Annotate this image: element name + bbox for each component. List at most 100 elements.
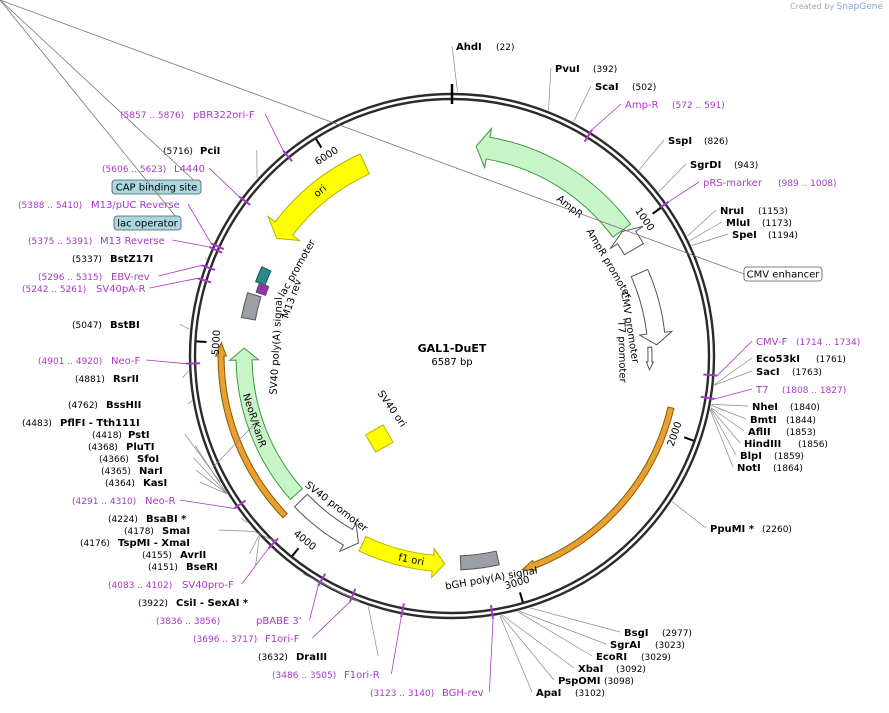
site-name: SacI — [756, 367, 780, 378]
site-name: PflFI - Tth111I — [60, 418, 140, 429]
primer-name: pBR322ori-F — [193, 110, 255, 121]
site-name: NotI — [737, 463, 761, 474]
site-smai[interactable]: SmaI (4178) — [124, 526, 255, 537]
primer-prs-marker[interactable]: pRS-marker (989 .. 1008) — [669, 178, 837, 202]
primer-bgh-rev[interactable]: BGH-rev(3123 .. 3140) — [370, 619, 493, 699]
site-position: (4365) — [101, 467, 131, 477]
site-name: PluTI — [126, 442, 154, 453]
tick-mark — [196, 341, 206, 342]
primer-name: T7 — [755, 385, 768, 396]
primer-position: (989 .. 1008) — [778, 179, 837, 189]
primer-ebv-rev[interactable]: EBV-rev(5296 .. 5315) — [38, 265, 202, 283]
site-position: (5047) — [72, 321, 102, 331]
site-name: SgrDI — [690, 160, 721, 171]
site-position: (5337) — [72, 255, 102, 265]
site-position: (4368) — [88, 443, 118, 453]
site-name: AvrII — [180, 550, 206, 561]
primer-name: pRS-marker — [703, 178, 763, 189]
primer-t7[interactable]: T7(1808 .. 1827) — [715, 385, 847, 399]
site-rsrii[interactable]: RsrII(4881) — [75, 371, 188, 385]
site-name: SspI — [668, 136, 692, 147]
site-position: (4418) — [92, 431, 122, 441]
site-bsgi[interactable]: BsgI(2977) — [530, 608, 691, 639]
boxed-feature-cap-binding-site[interactable]: CAP binding site — [0, 0, 201, 194]
site-position: (3023) — [655, 641, 685, 651]
site-name: MluI — [726, 218, 750, 229]
site-name: BlpI — [740, 451, 762, 462]
primer-neo-r[interactable]: Neo-R(4291 .. 4310) — [72, 496, 234, 509]
primer-pbr322ori-f[interactable]: pBR322ori-F(5857 .. 5876) — [120, 110, 283, 150]
primer-leader-line — [265, 114, 283, 150]
feature-orange1 — [522, 407, 674, 570]
tick-label: 5000 — [211, 330, 223, 356]
primer-leader-line — [188, 204, 211, 243]
site-name: ApaI — [536, 688, 561, 699]
site-position: (4224) — [108, 515, 138, 525]
site-position: (826) — [704, 137, 728, 147]
site-bsabi-[interactable]: BsaBI *(4224) — [108, 514, 247, 525]
site-position: (3102) — [575, 689, 605, 699]
site-ppumi-[interactable]: PpuMI *(2260) — [672, 502, 792, 535]
site-name: PspOMI — [558, 676, 600, 687]
site-bstz17i[interactable]: BstZ17I (5337) — [72, 254, 207, 265]
site-position: (4178) — [124, 527, 154, 537]
site-position: (392) — [593, 65, 617, 75]
primer-leader-line — [209, 168, 239, 197]
site-name: PvuI — [555, 64, 580, 75]
primer-name: Neo-R — [145, 496, 176, 507]
site-bsshii[interactable]: BssHII(4762) — [68, 400, 192, 411]
primer-position: (3696 .. 3717) — [193, 635, 257, 645]
site-name: PstI — [128, 430, 150, 441]
site-name: TspMI - XmaI — [118, 538, 190, 549]
site-saci[interactable]: SacI(1763) — [714, 367, 822, 385]
site-leader-line — [194, 458, 227, 493]
site-name: XbaI — [578, 664, 603, 675]
tick-mark — [316, 139, 321, 147]
plasmid-length: 6587 bp — [431, 357, 472, 368]
site-position: (4176) — [80, 539, 110, 549]
site-name: SmaI — [162, 526, 190, 537]
primer-amp-r[interactable]: Amp-R(572 .. 591) — [592, 100, 725, 130]
site-leader-line — [574, 86, 591, 122]
site-name: BstZ17I — [110, 254, 153, 265]
boxed-feature-label: lac operator — [117, 219, 178, 230]
primer-leader-line — [146, 360, 186, 364]
primer-position: (5242 .. 5261) — [22, 285, 86, 295]
primer-m13-reverse[interactable]: M13 Reverse(5375 .. 5391) — [28, 236, 209, 247]
site-name: SpeI — [732, 230, 757, 241]
site-sgrai[interactable]: SgrAI(3023) — [519, 611, 685, 651]
site-spei[interactable]: SpeI(1194) — [692, 230, 798, 245]
boxed-feature-label: CMV enhancer — [747, 270, 821, 281]
site-ahdi[interactable]: AhdI(22) — [452, 42, 514, 92]
site-position: (3092) — [616, 665, 646, 675]
site-kasi[interactable]: KasI(4364) — [105, 478, 227, 494]
site-position: (22) — [496, 43, 514, 53]
primer-position: (4083 .. 4102) — [108, 581, 172, 591]
site-position: (4366) — [99, 455, 129, 465]
primer-leader-line — [158, 265, 202, 276]
site-bstbi[interactable]: BstBI (5047) — [72, 320, 189, 331]
feature-m13 — [256, 283, 269, 295]
site-name: BssHII — [106, 400, 141, 411]
site-name: BstBI — [110, 320, 140, 331]
site-leader-line — [368, 606, 378, 656]
site-leader-line — [303, 574, 360, 602]
primer-name: L4440 — [174, 164, 205, 175]
tick-label: 6000 — [313, 145, 340, 168]
site-name: BmtI — [750, 415, 777, 426]
site-position: (4881) — [75, 375, 105, 385]
primer-neo-f[interactable]: Neo-F(4901 .. 4920) — [38, 356, 186, 367]
primer-leader-line — [715, 389, 752, 399]
site-position: (943) — [734, 161, 758, 171]
site-leader-line — [519, 611, 606, 644]
primer-name: SV40pro-F — [182, 580, 234, 591]
site-leader-line — [710, 410, 733, 467]
site-name: NruI — [720, 206, 744, 217]
site-position: (4155) — [142, 551, 172, 561]
site-nhei[interactable]: NheI(1840) — [712, 402, 820, 413]
primer-name: pBABE 3' — [256, 616, 302, 627]
credit-prefix: Created by — [790, 2, 834, 11]
site-position: (1859) — [774, 452, 804, 462]
site-position: (1761) — [816, 355, 846, 365]
primer-position: (1714 .. 1734) — [796, 338, 860, 348]
